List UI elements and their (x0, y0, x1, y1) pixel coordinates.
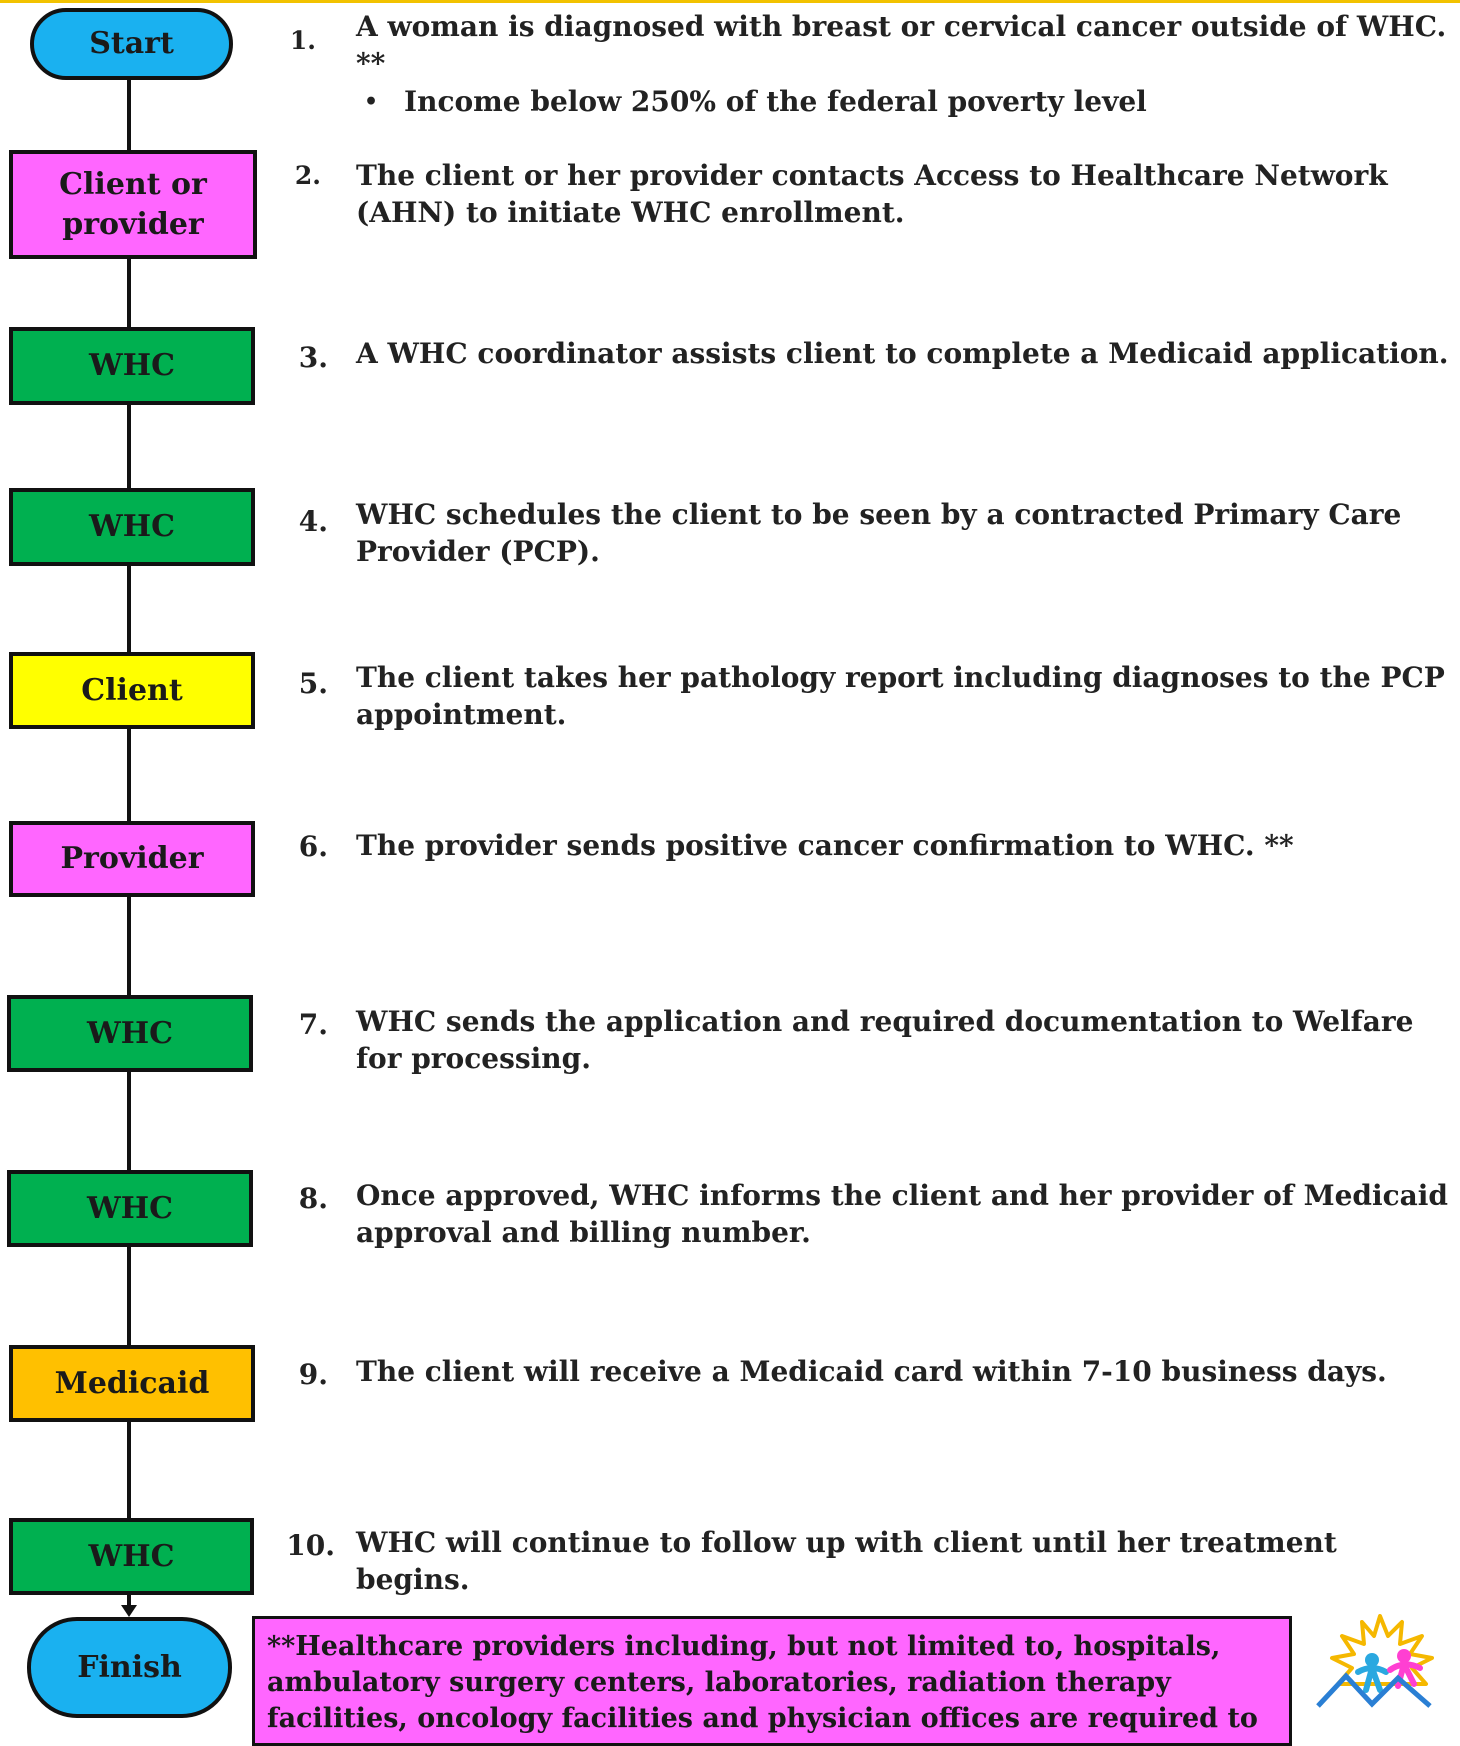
step-box-whc: WHC (7, 1170, 253, 1247)
top-rule (0, 0, 1460, 3)
step-box-whc: WHC (9, 327, 255, 405)
step-box-medicaid: Medicaid (9, 1345, 255, 1422)
footnote-box: **Healthcare providers including, but no… (252, 1616, 1292, 1746)
step-bullets: Income below 250% of the federal poverty… (356, 82, 1451, 122)
step-number: 6. (298, 830, 328, 863)
program-logo-icon (1316, 1614, 1434, 1708)
step-box-whc: WHC (9, 488, 255, 566)
arrow-down-icon (121, 1605, 137, 1617)
step-description: WHC will continue to follow up with clie… (356, 1526, 1337, 1596)
step-text: A woman is diagnosed with breast or cerv… (356, 10, 1447, 80)
step-description: Once approved, WHC informs the client an… (356, 1179, 1449, 1249)
step-box-client: Client (9, 652, 255, 729)
step-description: The client or her provider contacts Acce… (356, 159, 1388, 229)
step-number: 1. (289, 26, 316, 55)
bullet-item: Income below 250% of the federal poverty… (356, 82, 1451, 122)
step-box-client-or-provider: Client or provider (9, 150, 257, 259)
step-number: 10. (286, 1529, 335, 1562)
step-box-whc: WHC (9, 1518, 254, 1595)
step-description: A woman is diagnosed with breast or cerv… (356, 8, 1451, 122)
step-box-whc: WHC (7, 995, 253, 1072)
step-description: The client will receive a Medicaid card … (356, 1355, 1387, 1388)
step-description: WHC schedules the client to be seen by a… (356, 498, 1402, 568)
step-number: 9. (298, 1358, 328, 1391)
step-box-finish: Finish (27, 1617, 232, 1718)
step-box-provider: Provider (9, 821, 255, 897)
step-description: A WHC coordinator assists client to comp… (356, 337, 1449, 370)
step-number: 7. (298, 1008, 328, 1041)
step-number: 5. (298, 667, 328, 700)
step-description: The provider sends positive cancer confi… (356, 829, 1294, 862)
step-description: WHC sends the application and required d… (356, 1005, 1414, 1075)
step-box-start: Start (30, 8, 233, 80)
step-number: 3. (298, 341, 328, 374)
step-number: 2. (294, 161, 321, 190)
step-description: The client takes her pathology report in… (356, 661, 1445, 731)
step-number: 8. (298, 1182, 328, 1215)
step-number: 4. (298, 505, 328, 538)
